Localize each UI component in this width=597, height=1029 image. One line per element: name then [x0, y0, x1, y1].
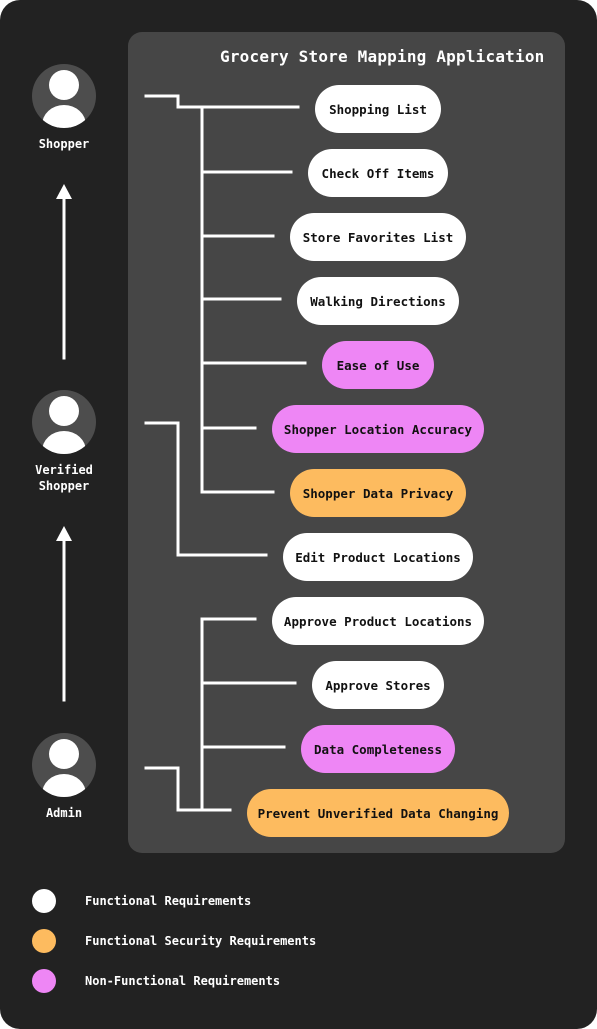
req-ease-of-use: Ease of Use — [322, 341, 434, 389]
actor-label-shopper: Shopper — [38, 137, 90, 151]
req-edit-product-locations: Edit Product Locations — [283, 533, 473, 581]
req-check-off-items: Check Off Items — [308, 149, 448, 197]
admin-connector — [144, 766, 204, 812]
verified-shopper-connector — [144, 421, 268, 557]
legend-label-non-functional: Non-Functional Requirements — [85, 974, 281, 988]
req-shopper-location-accuracy: Shopper Location Accuracy — [272, 405, 484, 453]
req-data-completeness: Data Completeness — [301, 725, 455, 773]
legend-dot-non-functional — [32, 969, 56, 993]
legend-dot-functional-security — [32, 929, 56, 953]
arrow-admin-to-verified-head — [56, 526, 72, 541]
shopper-connector — [144, 94, 204, 109]
req-approve-product-locations: Approve Product Locations — [272, 597, 484, 645]
verified-shopper-avatar-icon — [32, 390, 96, 454]
shopper-avatar-icon — [32, 64, 96, 128]
req-approve-stores: Approve Stores — [312, 661, 444, 709]
legend-label-functional-security: Functional Security Requirements — [85, 934, 317, 948]
req-shopping-list: Shopping List — [315, 85, 441, 133]
legend-dot-functional — [32, 889, 56, 913]
arrow-verified-to-shopper-head — [56, 184, 72, 199]
admin-avatar-icon — [32, 733, 96, 797]
actor-label-admin: Admin — [45, 806, 83, 820]
req-prevent-unverified-data-changing: Prevent Unverified Data Changing — [247, 789, 509, 837]
req-walking-directions: Walking Directions — [297, 277, 459, 325]
req-store-favorites-list: Store Favorites List — [290, 213, 466, 261]
actor-label-verified-shopper: Verified Shopper — [35, 463, 93, 493]
legend-label-functional: Functional Requirements — [85, 894, 252, 908]
diagram-title: Grocery Store Mapping Application — [220, 47, 545, 66]
req-shopper-data-privacy: Shopper Data Privacy — [290, 469, 466, 517]
